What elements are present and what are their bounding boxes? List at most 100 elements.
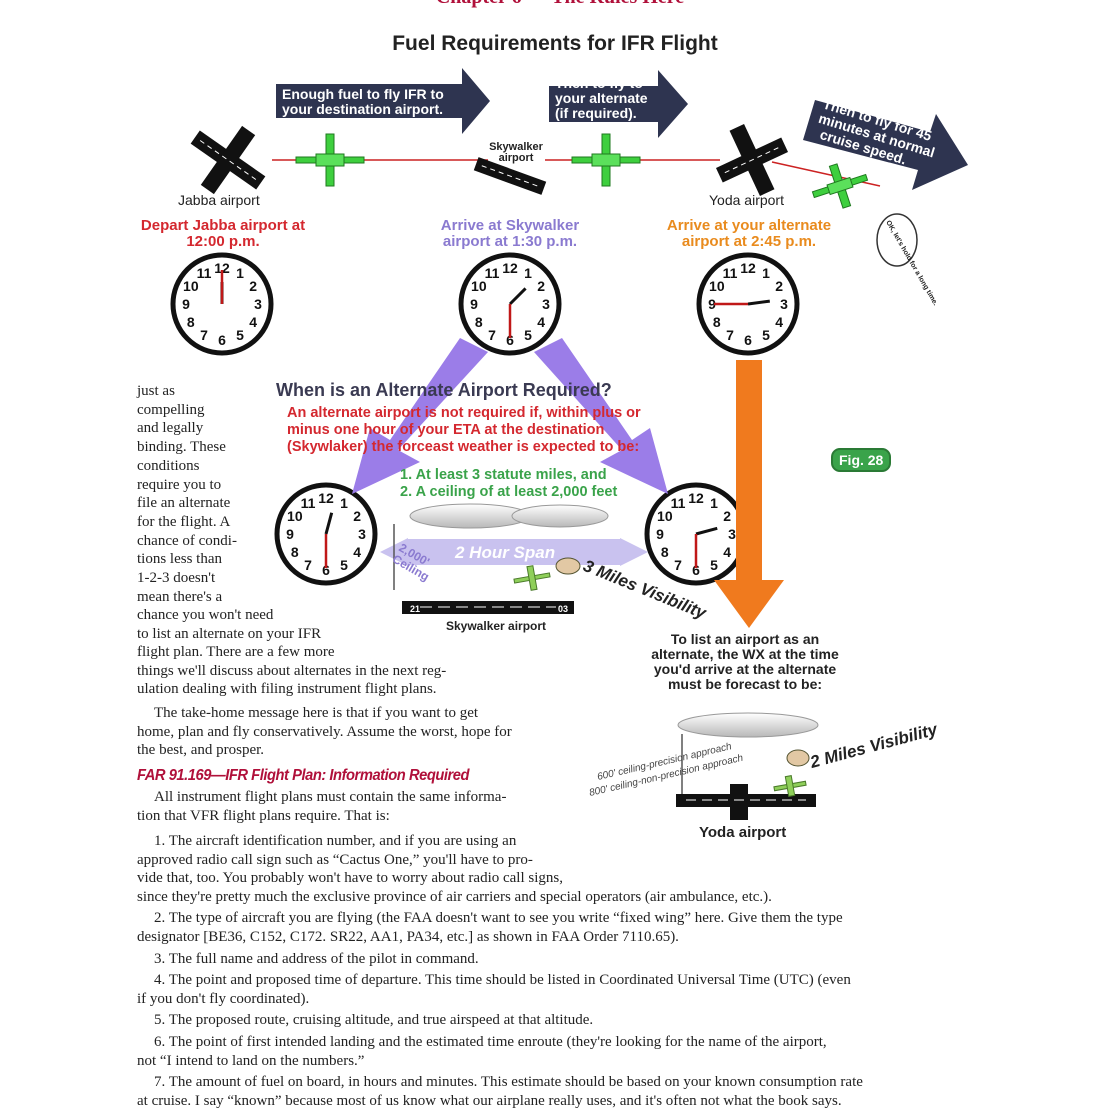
text-line: flight plan. There are a few more bbox=[137, 644, 335, 661]
clock-number: 5 bbox=[524, 327, 532, 343]
arrow-alternate bbox=[549, 70, 688, 138]
text-line: if you don't fly coordinated). bbox=[137, 990, 310, 1007]
text-line: things we'll discuss about alternates in… bbox=[137, 662, 447, 679]
clock-number: 7 bbox=[304, 557, 312, 573]
airplane-icon-2 bbox=[571, 133, 641, 187]
clock-number: 6 bbox=[322, 562, 330, 578]
cloud-icon-destination bbox=[409, 503, 609, 529]
text-line: the best, and prosper. bbox=[137, 742, 265, 759]
clock-number: 2 bbox=[249, 278, 257, 294]
clock-number: 3 bbox=[728, 526, 736, 542]
small-airplane-icon-2 bbox=[773, 775, 807, 797]
route-line-3 bbox=[771, 161, 881, 187]
clock-number: 8 bbox=[291, 544, 299, 560]
jabba-runway-icon bbox=[190, 125, 266, 195]
clock-number: 7 bbox=[674, 557, 682, 573]
clock-number: 6 bbox=[218, 332, 226, 348]
clock-number: 10 bbox=[183, 278, 199, 294]
span-label: 2 Hour Span bbox=[454, 543, 555, 562]
clock-number: 11 bbox=[485, 265, 500, 281]
clock-hour-hand bbox=[695, 526, 718, 536]
column-line: file an alternate bbox=[137, 495, 231, 512]
clock-number: 6 bbox=[506, 332, 514, 348]
text-line: not “I intend to land on the numbers.” bbox=[137, 1052, 365, 1069]
clock-number: 8 bbox=[187, 314, 195, 330]
clock-number: 6 bbox=[744, 332, 752, 348]
far-heading: FAR 91.169—IFR Flight Plan: Information … bbox=[137, 767, 470, 784]
column-line: for the flight. A bbox=[137, 513, 231, 530]
clock-number: 6 bbox=[692, 562, 700, 578]
clock-number: 11 bbox=[301, 495, 316, 511]
text-line: tion that VFR flight plans require. That… bbox=[137, 807, 390, 824]
clock-number: 10 bbox=[287, 508, 303, 524]
yoda-bottom-label: Yoda airport bbox=[699, 824, 787, 841]
alternate-conditions: 1. At least 3 statute miles, and 2. A ce… bbox=[400, 467, 617, 501]
arrow-destination bbox=[276, 68, 490, 134]
clock-number: 9 bbox=[182, 296, 190, 312]
far-list-item: 6. The point of first intended landing a… bbox=[137, 1033, 997, 1070]
text-line: 6. The point of first intended landing a… bbox=[154, 1033, 827, 1050]
text-line: chance you won't need bbox=[137, 607, 274, 623]
alternate-question-body: An alternate airport is not required if,… bbox=[287, 405, 641, 455]
column-line: require you to bbox=[137, 476, 222, 493]
alternate-question-title: When is an Alternate Airport Required? bbox=[276, 380, 612, 400]
far-list-item: 3. The full name and address of the pilo… bbox=[137, 950, 997, 969]
text-line: The take-home message here is that if yo… bbox=[154, 705, 479, 721]
clock-number: 4 bbox=[353, 544, 361, 560]
text-line: 1. The aircraft identification number, a… bbox=[154, 833, 517, 849]
clock-number: 7 bbox=[200, 327, 208, 343]
column-line: conditions bbox=[137, 457, 200, 474]
arrive-alternate-label: Arrive at your alternate airport at 2:45… bbox=[666, 217, 832, 250]
column-line: and legally bbox=[137, 420, 204, 437]
clock-number: 5 bbox=[710, 557, 718, 573]
small-airplane-icon-1 bbox=[513, 565, 551, 591]
clock-number: 4 bbox=[537, 314, 545, 330]
clock-number: 4 bbox=[775, 314, 783, 330]
clock-number: 2 bbox=[775, 278, 783, 294]
text-line: designator [BE36, C152, C172. SR22, AA1,… bbox=[137, 928, 679, 945]
cloud-icon-alternate bbox=[677, 712, 819, 738]
condition-ceiling: 2. A ceiling of at least 2,000 feet bbox=[400, 484, 618, 500]
far-items: 1. The aircraft identification number, a… bbox=[137, 832, 997, 1113]
depart-time-label: Depart Jabba airport at 12:00 p.m. bbox=[140, 217, 306, 250]
clock-number: 5 bbox=[340, 557, 348, 573]
clock-number: 12 bbox=[688, 490, 704, 506]
clock-number: 7 bbox=[726, 327, 734, 343]
clock-number: 12 bbox=[502, 260, 518, 276]
far-list-item: 4. The point and proposed time of depart… bbox=[137, 971, 997, 1008]
condition-visibility: 1. At least 3 statute miles, and bbox=[400, 467, 607, 483]
clock-number: 4 bbox=[249, 314, 257, 330]
text-line: at cruise. I say “known” because most of… bbox=[137, 1092, 842, 1109]
text-line: All instrument flight plans must contain… bbox=[154, 789, 507, 805]
arrow-reserve bbox=[803, 100, 968, 190]
skywalker-bottom-label: Skywalker airport bbox=[446, 619, 547, 633]
clock-number: 1 bbox=[236, 265, 244, 281]
clock-number: 1 bbox=[762, 265, 770, 281]
clock-number: 3 bbox=[254, 296, 262, 312]
clock-number: 1 bbox=[710, 495, 718, 511]
column-line: mean there's a bbox=[137, 588, 223, 605]
clock-number: 1 bbox=[340, 495, 348, 511]
text-line: ulation dealing with filing instrument f… bbox=[137, 681, 437, 698]
clock-number: 8 bbox=[713, 314, 721, 330]
text-line: 2. The type of aircraft you are flying (… bbox=[154, 910, 843, 927]
column-line: binding. These bbox=[137, 439, 226, 456]
skywalker-airport-label: Skywalker airport bbox=[489, 141, 543, 164]
clock-number: 5 bbox=[762, 327, 770, 343]
text-line: 4. The point and proposed time of depart… bbox=[154, 972, 851, 989]
clock-hour-hand bbox=[747, 299, 771, 306]
clock-number: 12 bbox=[318, 490, 334, 506]
body-paragraph-2: The take-home message here is that if yo… bbox=[137, 704, 597, 760]
clock-number: 8 bbox=[661, 544, 669, 560]
clock-number: 5 bbox=[236, 327, 244, 343]
jabba-airport-label: Jabba airport bbox=[178, 192, 260, 208]
column-line: tions less than bbox=[137, 551, 222, 568]
clock-number: 9 bbox=[286, 526, 294, 542]
